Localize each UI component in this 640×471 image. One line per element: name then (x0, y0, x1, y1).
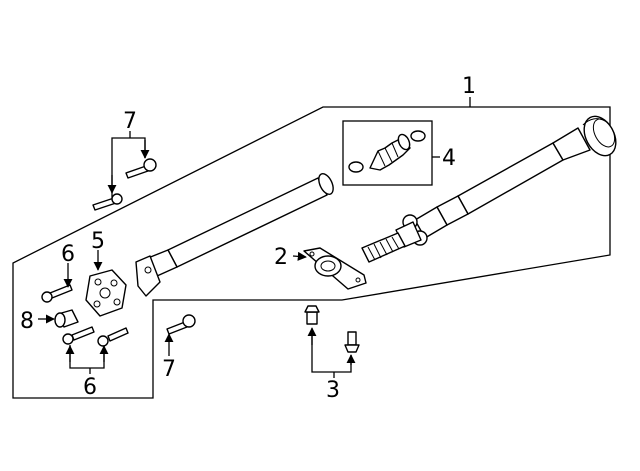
rear-propeller-shaft (361, 115, 617, 263)
shaft-mount-bolts (92, 158, 196, 335)
callout-4: 4 (442, 146, 456, 171)
callout-7-bottom: 7 (162, 357, 176, 382)
coupling-bolt-set (41, 284, 129, 347)
bearing-mount-bolts (304, 305, 360, 353)
callout-8: 8 (20, 309, 34, 334)
callout-6-top: 6 (61, 242, 75, 267)
callout-2: 2 (274, 245, 288, 270)
boot-kit-box (342, 120, 433, 186)
flex-coupling-disc (85, 269, 127, 317)
callout-1: 1 (462, 74, 476, 99)
assembly-frame (12, 106, 611, 399)
leader-2 (292, 251, 307, 261)
callout-3: 3 (326, 378, 340, 403)
callout-6-bottom: 6 (83, 375, 97, 400)
cv-boot-kit (348, 130, 426, 173)
callout-7-top: 7 (123, 109, 137, 134)
centering-bushing (54, 309, 79, 328)
leader-6-bottom (69, 345, 105, 369)
front-propeller-shaft (135, 173, 334, 297)
callout-5: 5 (91, 229, 105, 254)
leader-3 (311, 332, 352, 373)
center-support-bearing (303, 247, 367, 290)
